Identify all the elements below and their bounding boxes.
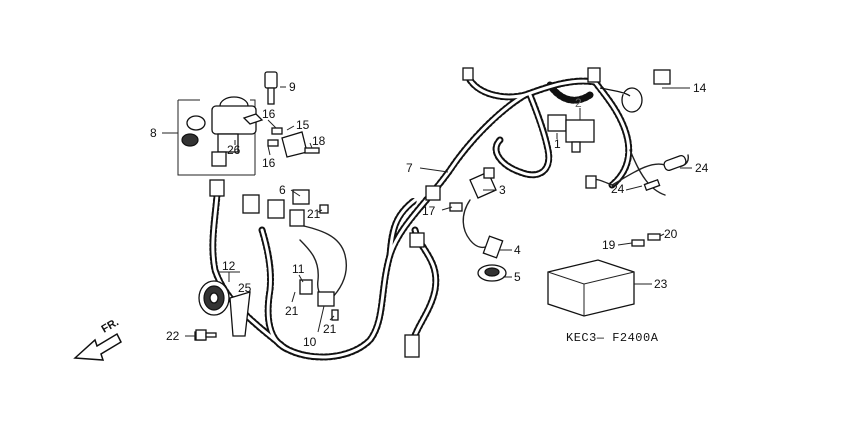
direction-label: FR.: [100, 316, 121, 335]
callout-19: 19: [602, 238, 616, 252]
ignition-switch-group: [177, 71, 320, 176]
callout-25: 25: [238, 281, 252, 295]
front-direction-arrow: FR.: [73, 316, 122, 361]
callout-7: 7: [406, 161, 413, 175]
callout-18: 18: [312, 134, 326, 148]
main-wire-harness: [209, 67, 689, 361]
callout-21-relay: 21: [307, 207, 321, 221]
callout-labels: 1 2 3 4 5 6 7 8 9 10 11 12 14 15 16 16 1…: [150, 80, 709, 349]
callout-17: 17: [422, 204, 436, 218]
callout-24-right: 24: [695, 161, 709, 175]
callout-2: 2: [575, 96, 582, 110]
callout-1: 1: [554, 137, 561, 151]
callout-10: 10: [303, 335, 317, 349]
callout-5: 5: [514, 270, 521, 284]
callout-21-right: 21: [323, 322, 337, 336]
callout-14: 14: [693, 81, 707, 95]
callout-21-left: 21: [285, 304, 299, 318]
starter-relay-and-lead: [599, 69, 671, 113]
fuses: [631, 155, 687, 247]
callout-20: 20: [664, 227, 678, 241]
callout-22: 22: [166, 329, 180, 343]
callout-8: 8: [150, 126, 157, 140]
horn: [194, 280, 251, 341]
control-unit: [547, 259, 635, 317]
regulator-and-cdi: [547, 114, 595, 153]
diagram-code: KEC3— F2400A: [566, 331, 659, 345]
callout-4: 4: [514, 243, 521, 257]
callout-16-lower: 16: [262, 156, 276, 170]
callout-24-left: 24: [611, 182, 625, 196]
callout-26: 26: [227, 143, 241, 157]
callout-3: 3: [499, 183, 506, 197]
ignition-coil-parts: [449, 167, 507, 282]
leader-lines: [162, 86, 692, 337]
callout-6: 6: [279, 183, 286, 197]
callout-12: 12: [222, 259, 236, 273]
callout-11: 11: [292, 262, 305, 276]
callout-23: 23: [654, 277, 668, 291]
callout-15: 15: [296, 118, 310, 132]
callout-16-upper: 16: [262, 107, 276, 121]
bolt-22: [195, 329, 217, 341]
relay-and-sensors: [292, 189, 339, 321]
callout-9: 9: [289, 80, 296, 94]
